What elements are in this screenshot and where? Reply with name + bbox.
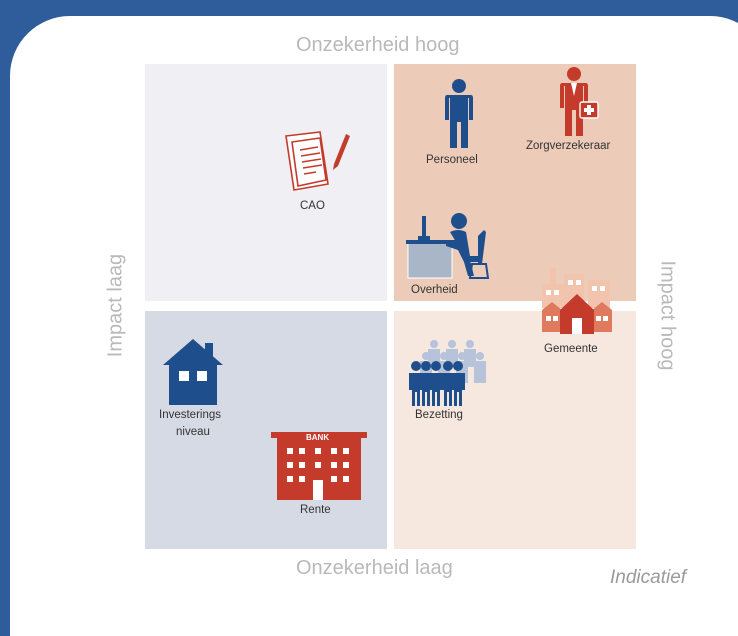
risk-matrix-diagram: Onzekerheid hoog Onzekerheid laag Impact…	[10, 16, 738, 636]
doctor-medical-kit-icon	[560, 67, 599, 136]
axis-right-label: Impact hoog	[656, 260, 679, 371]
label-gemeente: Gemeente	[544, 343, 598, 355]
label-investeringsniveau-line2: niveau	[176, 426, 210, 438]
label-bezetting: Bezetting	[415, 409, 463, 421]
label-zorgverzekeraar: Zorgverzekeraar	[526, 140, 611, 152]
indicatief-note: Indicatief	[610, 567, 687, 588]
axis-top-label: Onzekerheid hoog	[296, 34, 460, 56]
label-rente: Rente	[300, 504, 331, 516]
bank-sign-text: BANK	[306, 433, 330, 442]
city-houses-icon	[542, 268, 612, 334]
people-group-icon	[409, 340, 486, 406]
label-investeringsniveau-line1: Investerings	[159, 409, 222, 421]
label-personeel: Personeel	[426, 154, 478, 166]
axis-left-label: Impact laag	[104, 253, 127, 358]
person-icon	[445, 79, 473, 148]
desk-worker-icon	[406, 213, 490, 279]
axis-bottom-label: Onzekerheid laag	[296, 557, 453, 579]
label-cao: CAO	[300, 200, 325, 212]
document-pen-icon	[285, 131, 350, 191]
quadrant-top-left	[145, 64, 387, 301]
label-overheid: Overheid	[411, 284, 458, 296]
bank-icon	[271, 432, 367, 500]
house-icon	[163, 339, 223, 405]
